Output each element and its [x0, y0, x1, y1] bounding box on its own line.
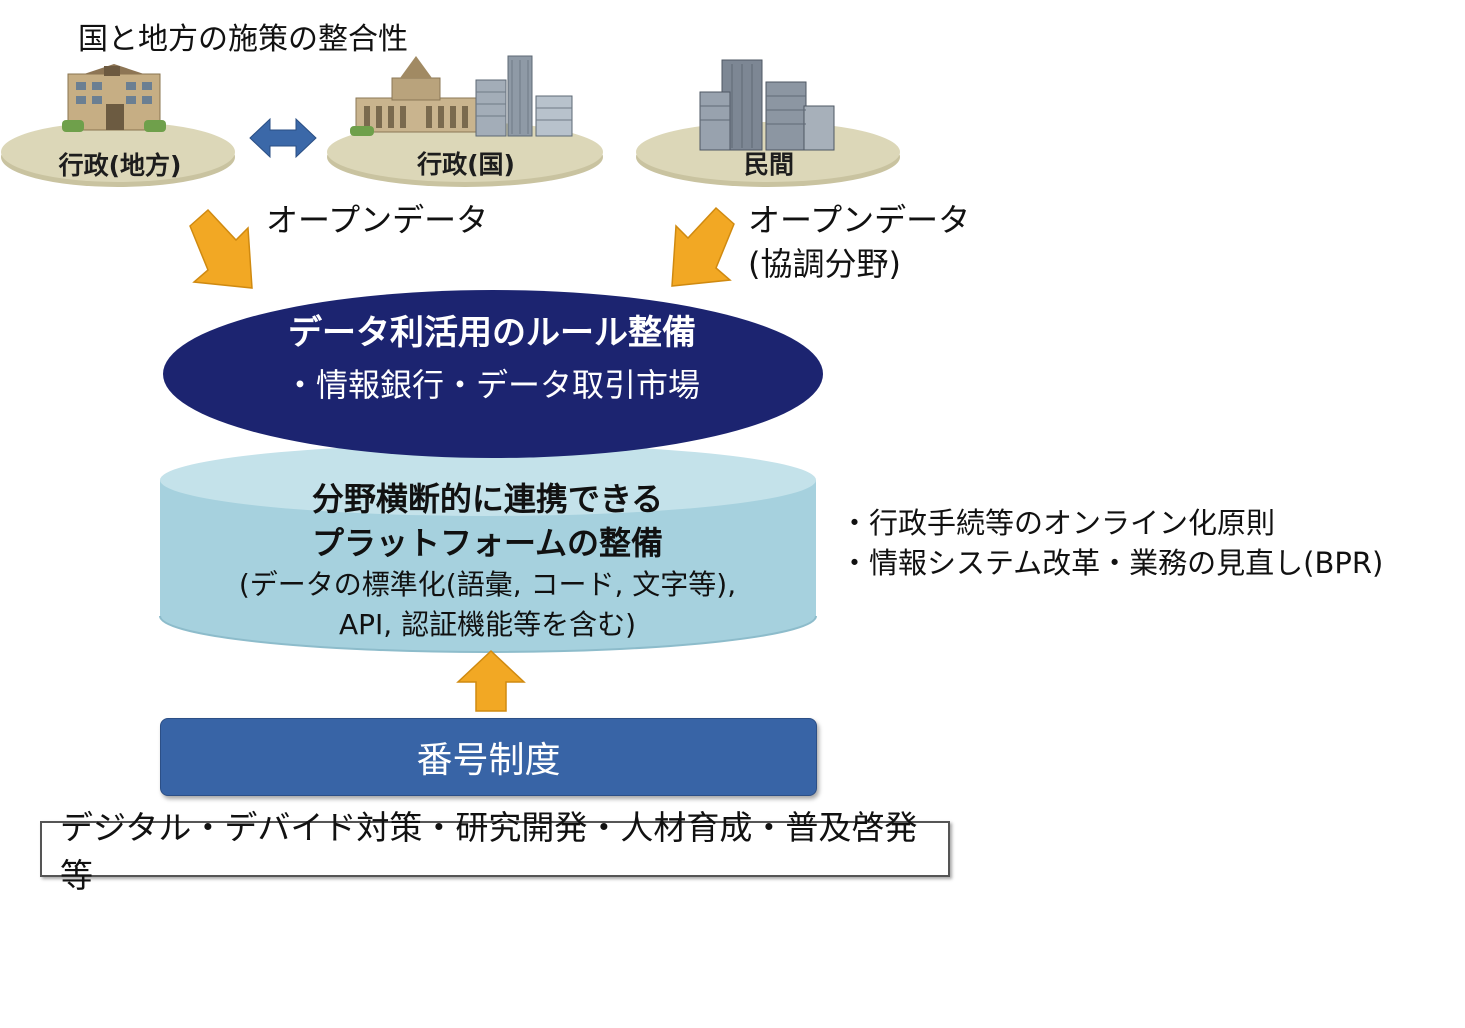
diet-building-icon	[327, 55, 603, 187]
number-system-label: 番号制度	[416, 740, 561, 781]
platform-cylinder	[159, 444, 817, 653]
platform-detail-line2: API, 認証機能等を含む)	[338, 608, 637, 641]
footer-measures-label: デジタル・デバイド対策・研究開発・人材育成・普及啓発等	[60, 808, 918, 895]
side-note-bpr: ・情報システム改革・業務の見直し(BPR)	[840, 546, 1384, 580]
municipal-building-icon	[1, 64, 235, 187]
open-data-label-right-sub: (協調分野)	[748, 245, 901, 283]
private-sector-node: 民間	[634, 56, 904, 190]
national-gov-node: 行政(国)	[326, 50, 606, 190]
platform-title-line2: プラットフォームの整備	[311, 524, 664, 562]
open-data-arrow-left-icon	[189, 208, 253, 289]
office-towers-icon	[636, 59, 900, 187]
platform-title-line1: 分野横断的に連携できる	[311, 480, 664, 518]
footer-measures-box: デジタル・デバイド対策・研究開発・人材育成・普及啓発等	[40, 808, 950, 895]
up-arrow-icon	[456, 649, 526, 712]
local-gov-node: 行政(地方)	[0, 60, 240, 190]
private-sector-label: 民間	[743, 150, 794, 179]
open-data-label-left: オープンデータ	[266, 201, 489, 239]
open-data-label-right: オープンデータ	[748, 201, 971, 239]
national-gov-label: 行政(国)	[417, 150, 515, 179]
side-note-online-principle: ・行政手続等のオンライン化原則	[840, 506, 1276, 540]
rules-title: データ利活用のルール整備	[288, 313, 696, 353]
open-data-arrow-right-icon	[671, 206, 735, 287]
double-arrow-icon	[249, 117, 317, 159]
platform-detail-line1: (データの標準化(語彙, コード, 文字等),	[238, 568, 737, 601]
local-gov-label: 行政(地方)	[58, 151, 182, 180]
number-system-bar: 番号制度	[160, 718, 817, 796]
diagram-title: 国と地方の施策の整合性	[78, 22, 408, 57]
rules-subtitle: ・情報銀行・データ取引市場	[283, 366, 700, 404]
rules-ellipse	[163, 290, 823, 458]
